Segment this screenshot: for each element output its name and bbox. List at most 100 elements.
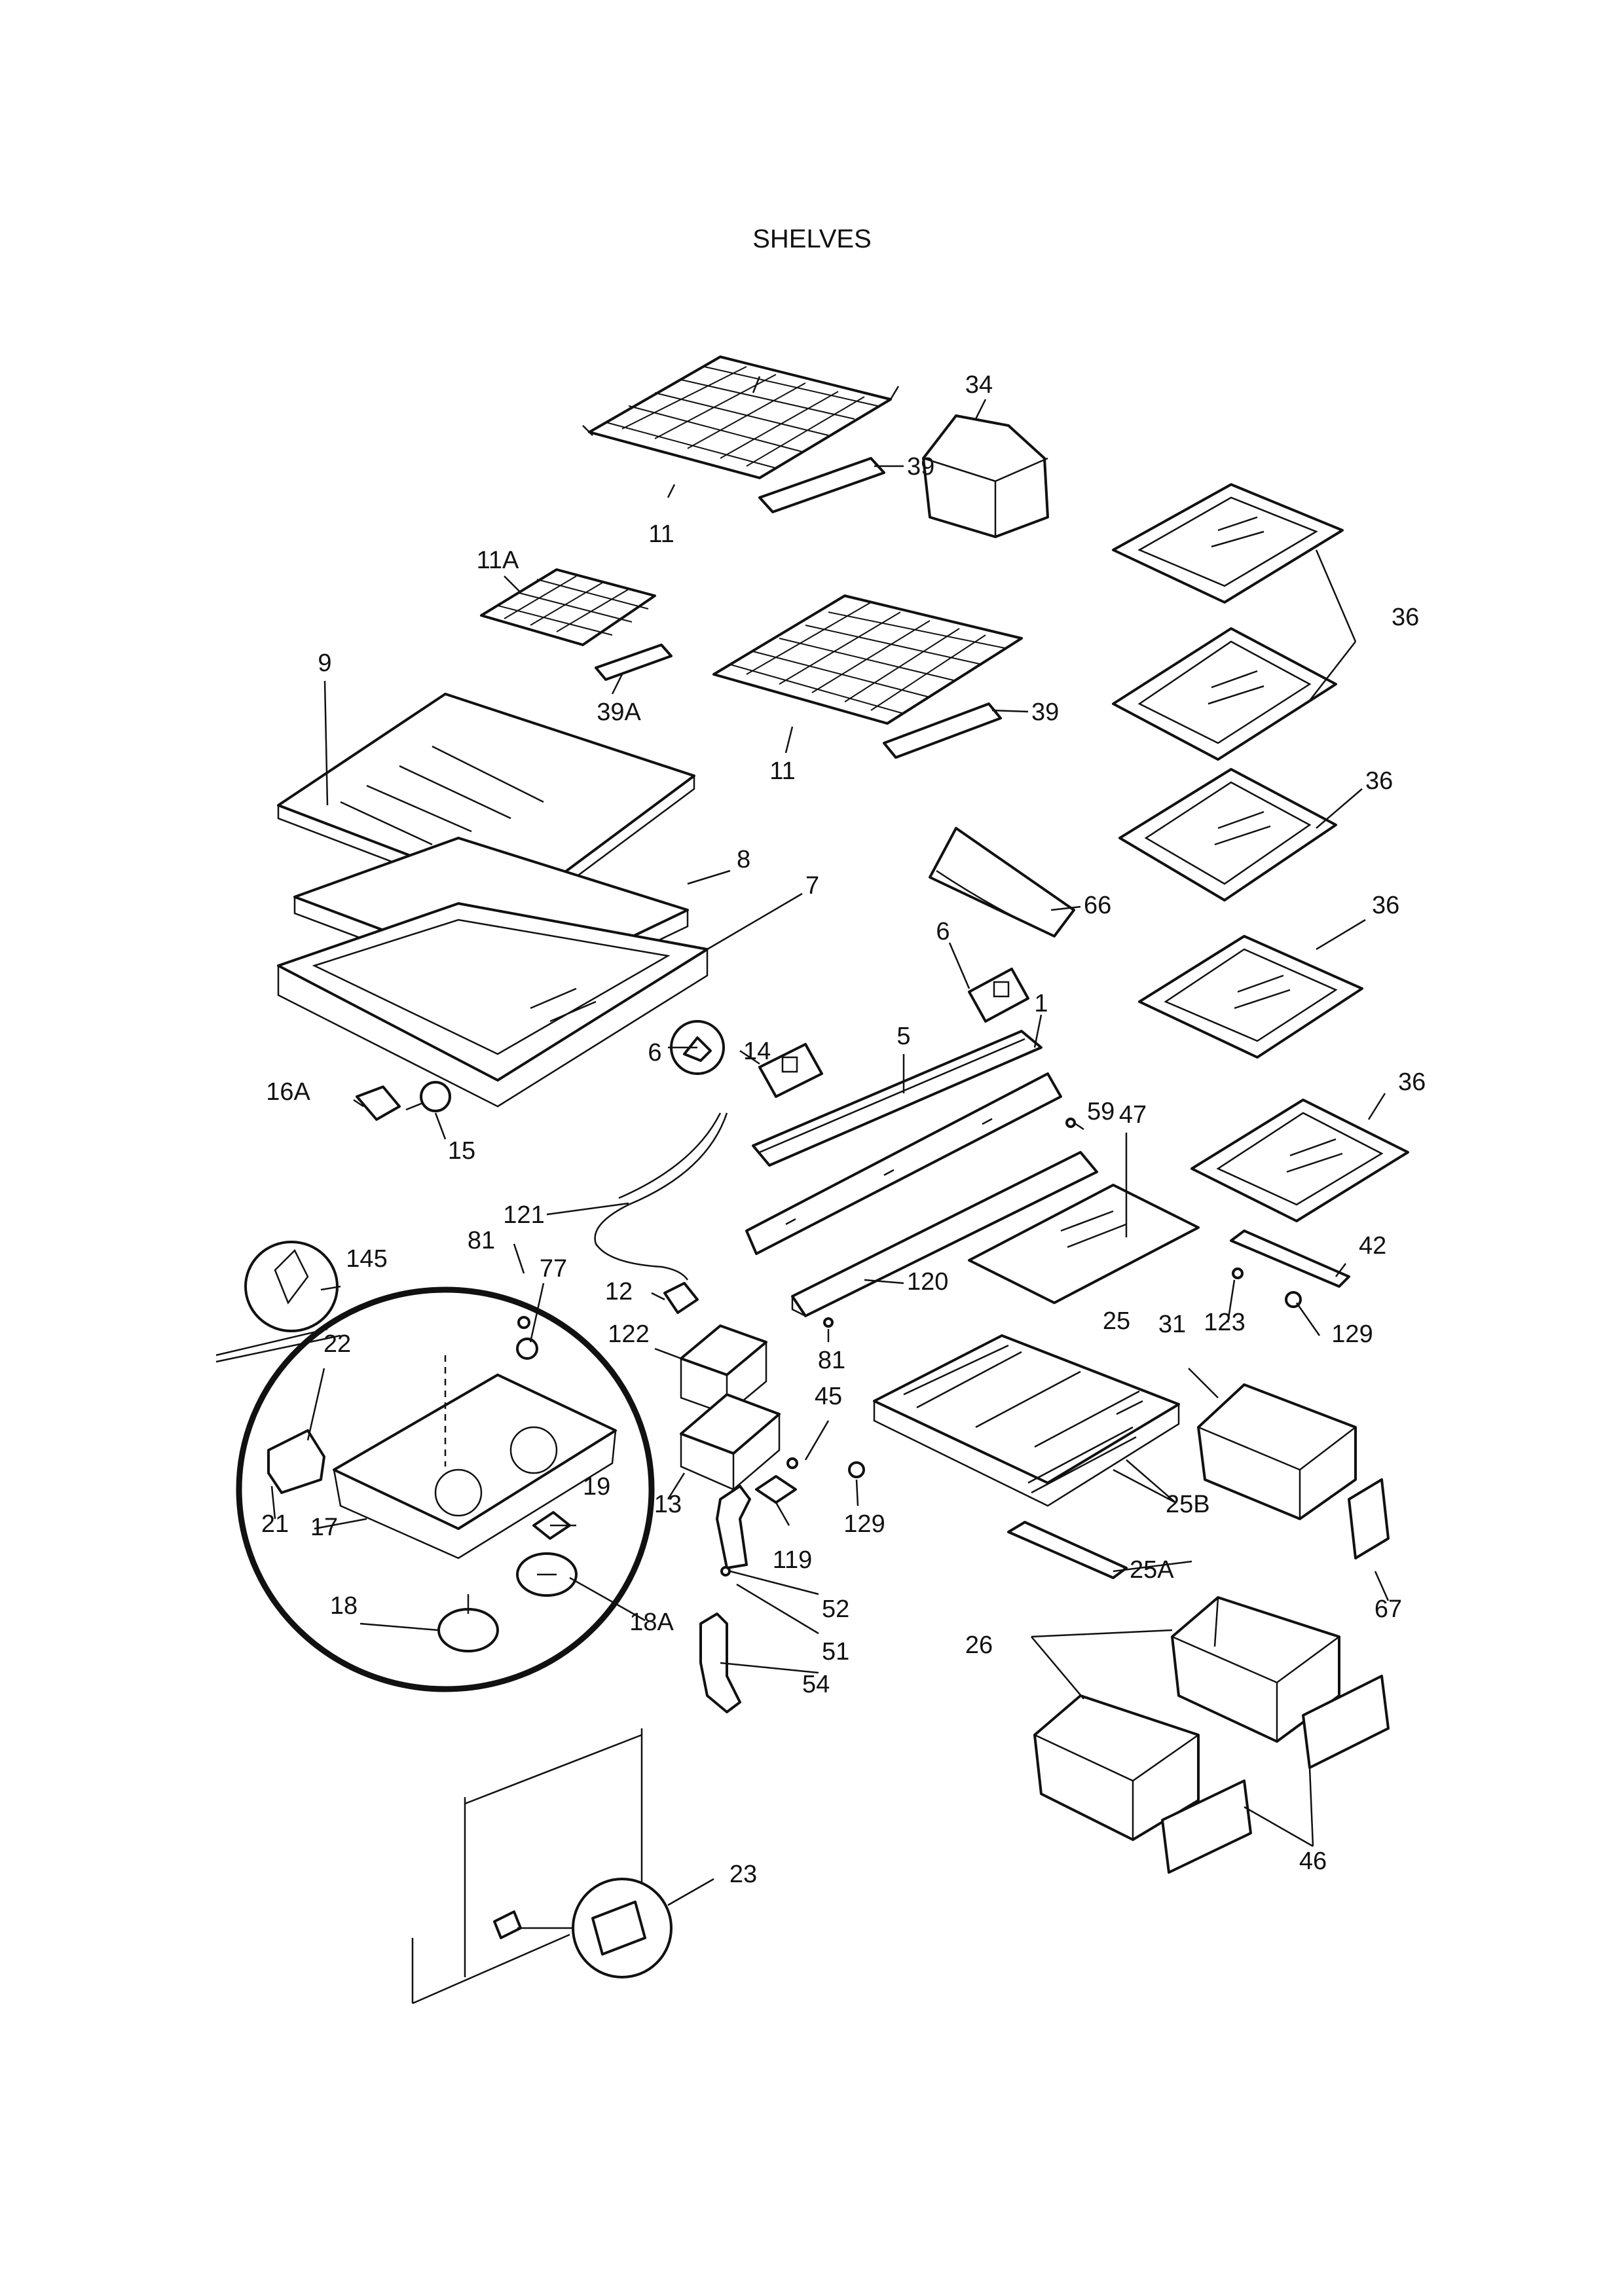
label-14: 14 (743, 1038, 771, 1065)
capillary-145-detail (215, 1241, 341, 1363)
label-6-lower: 6 (648, 1039, 661, 1066)
grommet-52 (720, 1566, 731, 1576)
label-67: 67 (1375, 1595, 1402, 1623)
label-6-upper: 6 (936, 918, 950, 945)
shelf-trim-39-middle (883, 702, 1002, 759)
slide-25A (1007, 1521, 1128, 1579)
label-15: 15 (448, 1137, 475, 1165)
shelf-trim-39-top (758, 457, 885, 513)
leader-lines (270, 376, 1390, 1906)
label-11-top: 11 (648, 520, 674, 548)
label-51: 51 (822, 1638, 849, 1666)
screw-59 (1065, 1118, 1076, 1128)
label-39-middle: 39 (1031, 699, 1059, 726)
drawer-front-46-upper (1302, 1675, 1390, 1769)
label-123: 123 (1204, 1309, 1245, 1336)
label-120: 120 (907, 1268, 948, 1296)
label-36-d: 36 (1398, 1068, 1426, 1096)
label-54: 54 (802, 1671, 830, 1698)
control-knob-18A (516, 1552, 578, 1597)
label-36-b: 36 (1365, 767, 1393, 795)
drawer-front-46-lower (1161, 1779, 1252, 1874)
label-42: 42 (1359, 1232, 1386, 1260)
screw-45 (786, 1457, 798, 1469)
label-39A: 39A (597, 699, 641, 726)
crisper-drawer-26-upper (1171, 1596, 1340, 1743)
wire-harness-121 (594, 1112, 728, 1281)
label-39-top: 39 (907, 453, 934, 481)
label-16A: 16A (266, 1078, 310, 1106)
label-36-c: 36 (1372, 892, 1399, 919)
label-119: 119 (773, 1546, 813, 1574)
label-46: 46 (1299, 1848, 1327, 1875)
glass-shelf-36-5 (1190, 1099, 1409, 1222)
wire-shelf-11A (480, 568, 656, 646)
label-34: 34 (965, 371, 993, 399)
label-47: 47 (1119, 1101, 1147, 1129)
cabinet-section (411, 1728, 643, 2005)
glass-shelf-36-1 (1112, 483, 1344, 604)
screw-81-left (517, 1316, 530, 1329)
label-18: 18 (330, 1592, 358, 1620)
label-81-left: 81 (468, 1227, 495, 1254)
label-25B: 25B (1166, 1491, 1210, 1518)
screw-123 (1232, 1267, 1244, 1279)
glass-shelf-36-2 (1112, 627, 1337, 761)
label-11A: 11A (477, 547, 519, 574)
housing-13 (680, 1393, 781, 1491)
rail-25B (1027, 1426, 1137, 1494)
wire-shelf-11-middle (712, 594, 1023, 725)
label-12: 12 (605, 1278, 633, 1305)
switch-12 (663, 1282, 699, 1314)
spacer-119 (755, 1475, 797, 1504)
bracket-120 (791, 1151, 1098, 1317)
rail-1 (745, 1072, 1062, 1255)
glass-shelf-36-4 (1138, 935, 1363, 1059)
label-36-a: 36 (1392, 604, 1419, 631)
label-8: 8 (737, 846, 750, 873)
label-66: 66 (1084, 892, 1111, 919)
label-11-middle: 11 (769, 757, 795, 785)
bracket-6-upper (968, 968, 1029, 1023)
label-13: 13 (654, 1491, 682, 1518)
label-9: 9 (318, 649, 331, 677)
label-121: 121 (503, 1201, 544, 1229)
drawer-front-67 (1348, 1478, 1390, 1559)
thermostat-22 (267, 1429, 325, 1494)
bracket-6-lower (758, 1043, 823, 1098)
crisper-frame-25 (873, 1334, 1180, 1507)
slide-rail-42 (1230, 1230, 1350, 1288)
light-bulb-15 (405, 1081, 451, 1112)
label-18A: 18A (629, 1609, 674, 1636)
crisper-drawer-26-lower (1033, 1694, 1200, 1841)
label-81-center: 81 (818, 1347, 845, 1374)
label-25A: 25A (1130, 1556, 1174, 1584)
wire-shelf-11-top (582, 355, 900, 479)
duct-cover-66 (929, 827, 1075, 938)
label-59: 59 (1087, 1098, 1115, 1125)
roller-129-left (848, 1461, 865, 1478)
label-21: 21 (261, 1510, 289, 1538)
light-socket-16A (356, 1085, 401, 1121)
label-22: 22 (323, 1330, 351, 1358)
diagram-title: SHELVES (752, 225, 872, 253)
control-housing-17 (333, 1374, 617, 1559)
crisper-frame-7 (277, 902, 709, 1108)
screw-81-center (823, 1317, 834, 1328)
label-7: 7 (805, 872, 819, 900)
hinge-23-detail (493, 1878, 673, 1978)
glass-shelf-36-3 (1118, 768, 1337, 902)
control-assembly-detail (236, 1286, 655, 1692)
control-knob-18 (437, 1594, 499, 1652)
washer-77 (516, 1338, 538, 1360)
divider-5 (752, 1030, 1043, 1167)
label-52: 52 (822, 1595, 849, 1623)
shelf-trim-39A (595, 644, 673, 681)
label-77: 77 (540, 1255, 567, 1283)
label-45: 45 (815, 1383, 842, 1410)
label-17: 17 (310, 1514, 338, 1541)
label-26: 26 (965, 1631, 993, 1659)
label-5: 5 (896, 1023, 910, 1050)
glass-panel-47 (968, 1184, 1200, 1304)
